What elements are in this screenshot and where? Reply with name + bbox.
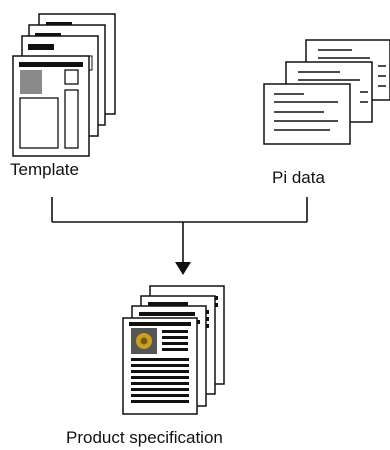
template-image-placeholder — [20, 70, 42, 94]
template-label: Template — [10, 160, 79, 179]
down-arrow-icon — [175, 262, 191, 275]
template-sheet-front — [12, 55, 90, 157]
pi-data-document-stack — [263, 39, 390, 145]
template-document-stack — [12, 13, 116, 157]
pi-data-label: Pi data — [272, 168, 325, 187]
merge-connector — [51, 197, 308, 262]
product-specification-document-stack — [122, 285, 225, 415]
product-sheet-front — [122, 317, 198, 415]
product-specification-label: Product specification — [66, 428, 223, 447]
pi-data-sheet-front — [263, 83, 351, 145]
